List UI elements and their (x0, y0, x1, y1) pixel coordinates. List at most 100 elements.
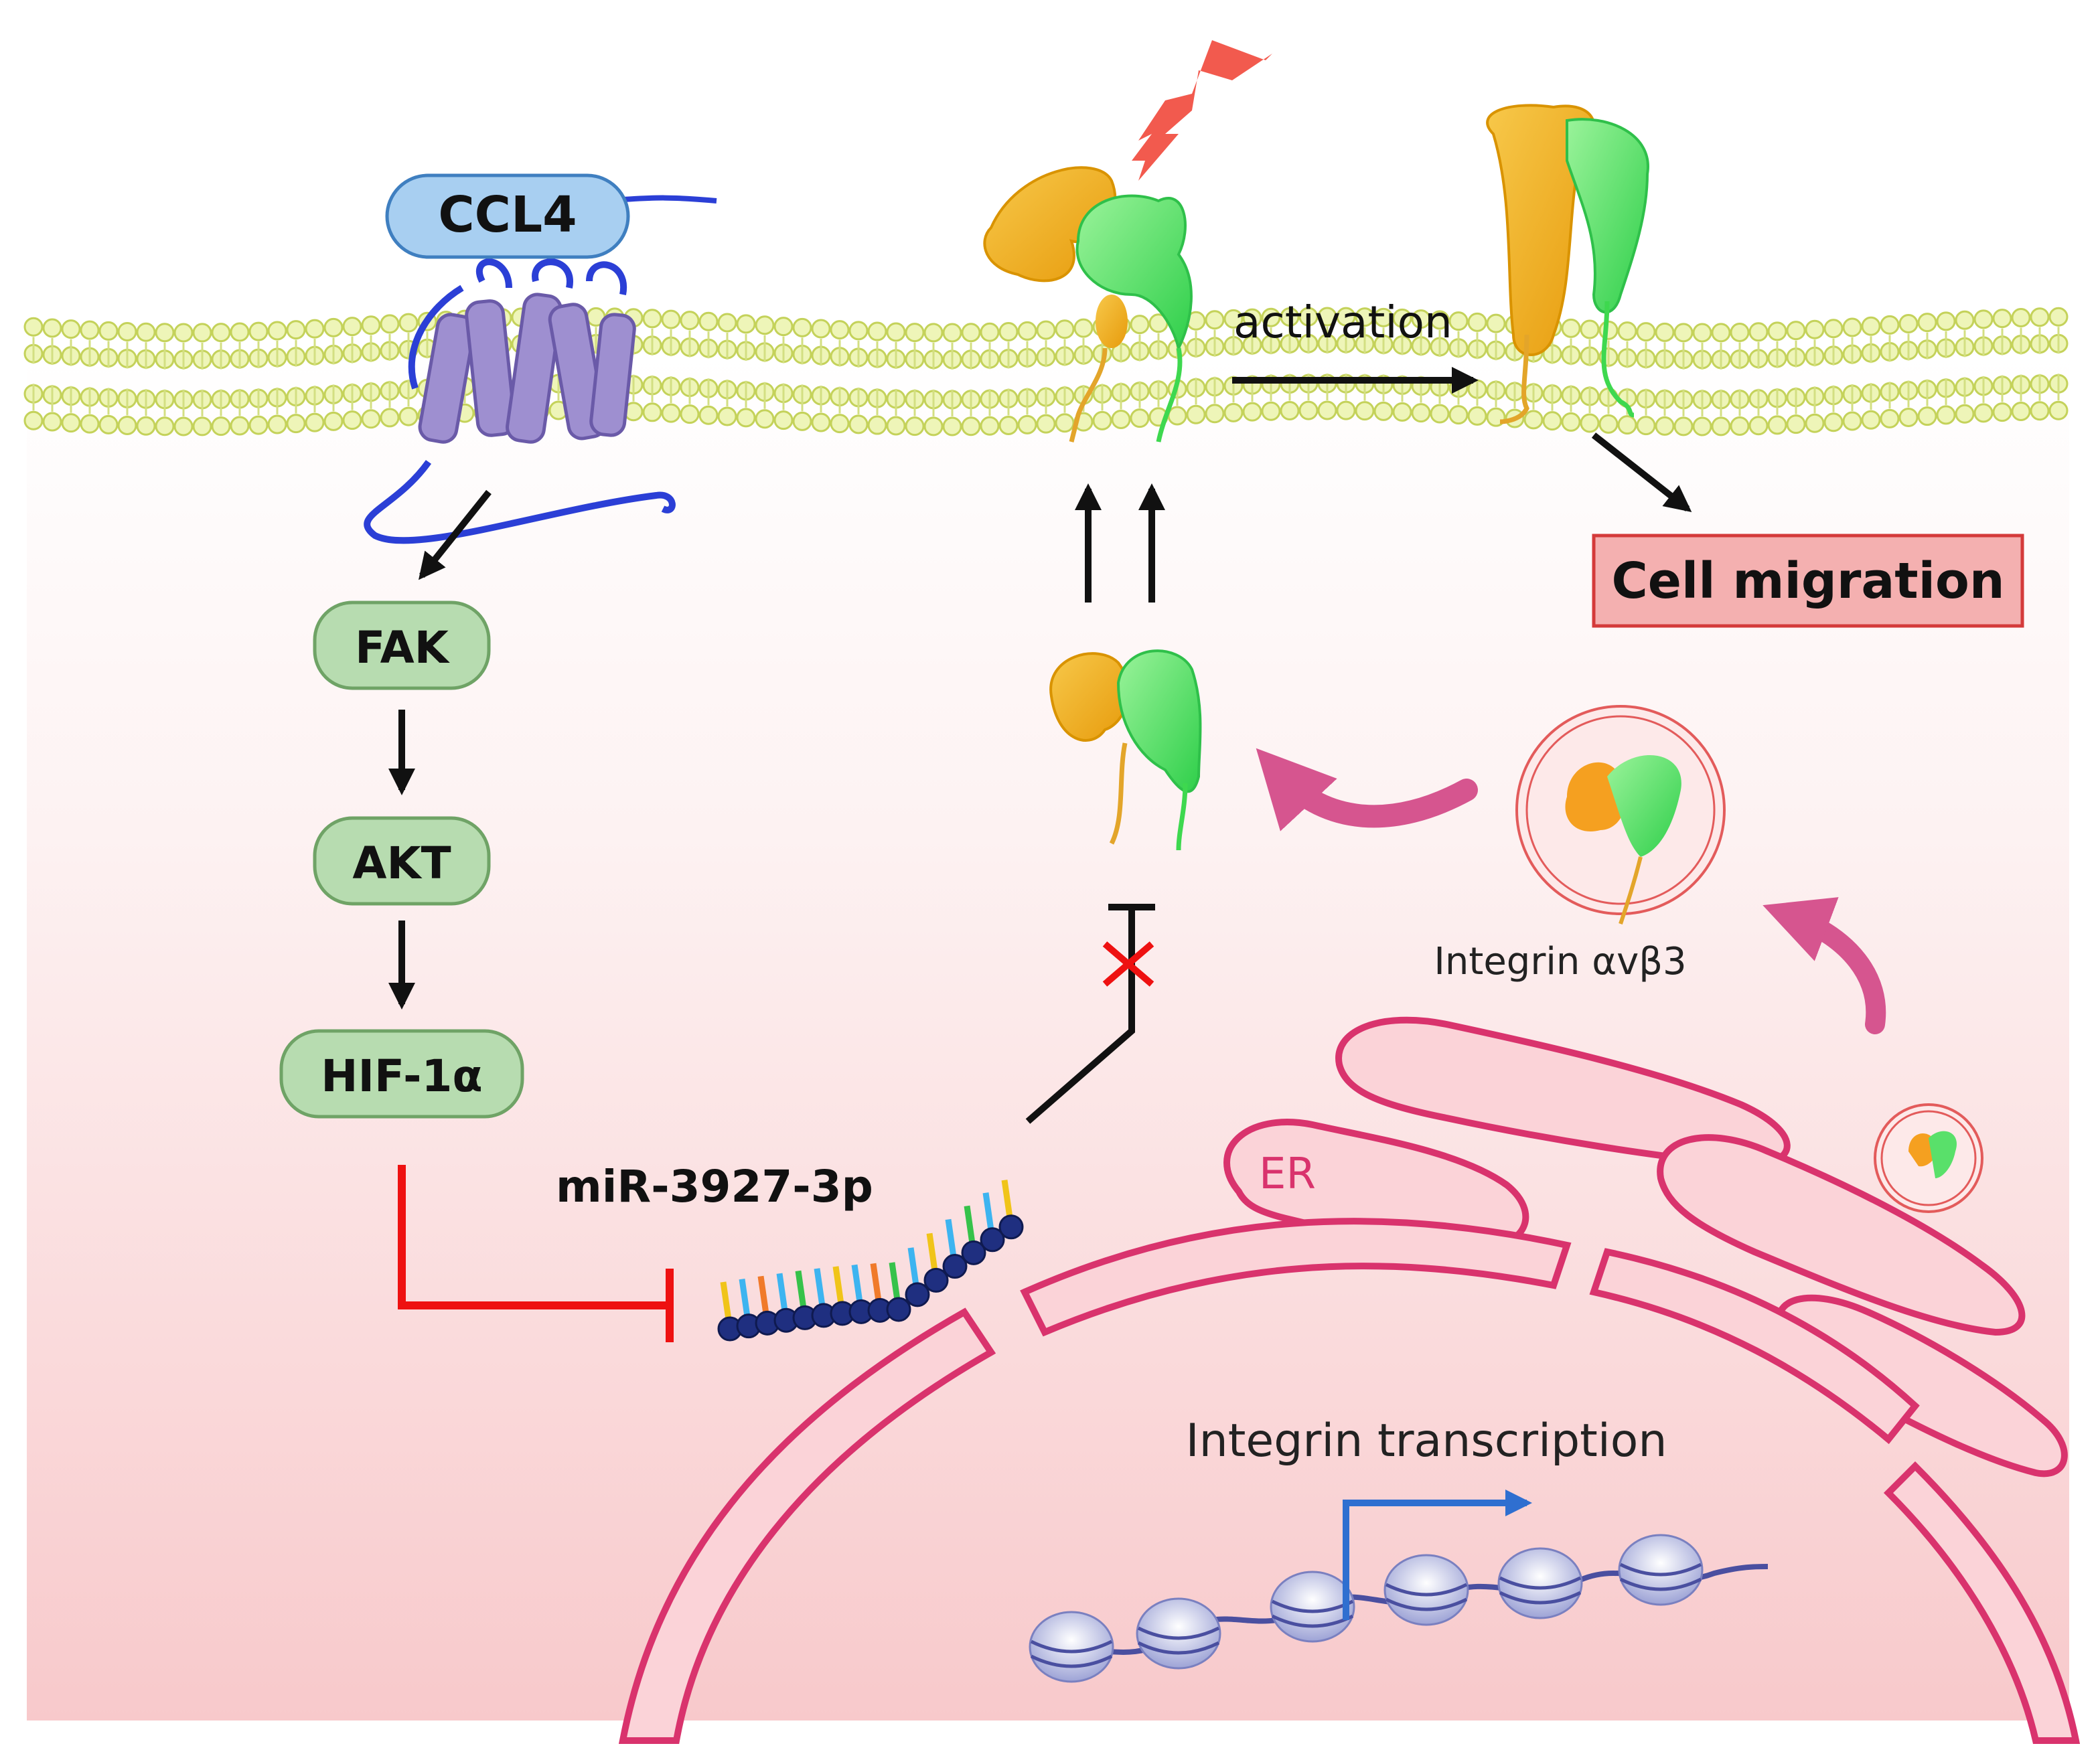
lipid-head (1692, 416, 1712, 436)
akt-node: AKT (313, 816, 491, 906)
arrow-receptor-to-fak (419, 489, 492, 580)
mirna-backbone-bead (886, 1297, 911, 1322)
ccl4-node: CCL4 (385, 173, 630, 259)
lipid-head (773, 410, 794, 430)
dna-wrap (1619, 1563, 1702, 1577)
cell-migration-node: Cell migration (1592, 534, 2024, 628)
lipid-head (1298, 400, 1319, 420)
dna-wrap (1137, 1641, 1220, 1655)
lipid-head (642, 309, 662, 329)
lipid-head (961, 323, 981, 343)
lipid-head (2011, 402, 2031, 422)
lipid-head (1448, 405, 1469, 425)
lipid-head (680, 404, 700, 424)
lipid-head (1130, 408, 1150, 428)
lipid-head (1673, 416, 1694, 436)
lipid-head (1242, 402, 1262, 422)
lipid-head (342, 317, 362, 337)
lipid-head (1561, 412, 1581, 432)
lipid-head (155, 416, 175, 436)
lipid-head (230, 416, 250, 436)
mirna-backbone-bead (980, 1227, 1005, 1253)
lipid-head (1036, 414, 1056, 434)
lipid-head (830, 414, 850, 434)
lipid-head (736, 314, 756, 334)
fak-label: FAK (355, 622, 451, 673)
lipid-head (2011, 308, 2031, 328)
lipid-head (942, 323, 962, 343)
lipid-head (286, 320, 306, 340)
lipid-head (1711, 323, 1731, 343)
dna-wrap (1030, 1654, 1113, 1668)
lipid-head (1580, 319, 1600, 339)
lipid-head (1973, 403, 1994, 423)
lipid-head (980, 322, 1000, 342)
lipid-head (1617, 321, 1637, 341)
lipid-head (1280, 401, 1300, 421)
lipid-head (267, 414, 287, 434)
mirna-backbone-bead (998, 1214, 1024, 1240)
lipid-head (136, 416, 156, 436)
mirna-backbone-bead (961, 1240, 986, 1265)
lipid-head (848, 414, 869, 434)
lipid-head (1111, 409, 1131, 429)
lipid-head (1055, 413, 1075, 433)
lipid-head (642, 402, 662, 422)
lipid-head (698, 405, 719, 425)
lipid-head (1261, 307, 1281, 327)
lipid-head (1598, 414, 1619, 434)
lipid-head (1317, 307, 1337, 327)
lipid-head (1430, 404, 1450, 424)
inhibition-hif-to-mirna (398, 1165, 670, 1309)
lipid-head (1186, 404, 1206, 424)
ccl4-label: CCL4 (438, 186, 577, 244)
lipid-head (942, 416, 962, 436)
lipid-head (1205, 404, 1225, 424)
lipid-head (1336, 307, 1356, 327)
small-integrin-vesicle (1874, 1103, 1983, 1213)
lipid-head (1017, 321, 1037, 341)
lipid-head (98, 321, 119, 341)
lipid-head (1917, 406, 1937, 426)
integrin-transcription-label: Integrin transcription (1186, 1415, 1667, 1467)
integrin-cytoplasm (1049, 649, 1202, 851)
lipid-head (173, 323, 194, 343)
integrin-vesicle (1515, 705, 1726, 925)
lipid-head (1542, 411, 1562, 431)
mirna-backbone-bead (923, 1267, 949, 1293)
lipid-head (286, 414, 306, 434)
lipid-head (117, 415, 137, 435)
lipid-head (1767, 415, 1787, 435)
lipid-head (886, 322, 906, 342)
lipid-head (23, 410, 44, 430)
lipid-head (1073, 318, 1094, 338)
lipid-head (1092, 410, 1112, 430)
lipid-head (1055, 319, 1075, 339)
dna-wrap (1137, 1626, 1220, 1640)
lipid-head (1898, 313, 1919, 333)
dna-wrap (1499, 1591, 1582, 1605)
lipid-head (192, 323, 212, 343)
pink-arrow-er-to-vesicle (1762, 897, 1886, 1034)
lipid-head (1861, 316, 1881, 336)
lipid-head (248, 415, 269, 435)
lipid-head (1373, 401, 1394, 421)
lipid-head (1223, 402, 1244, 422)
lipid-head (1486, 313, 1506, 333)
lipid-head (867, 321, 887, 341)
mirna-backbone-bead (905, 1282, 930, 1307)
lipid-head (211, 323, 231, 343)
lipid-head (1655, 322, 1675, 342)
dna-wrap (1619, 1577, 1702, 1591)
lipid-head (1017, 414, 1037, 434)
fak-node: FAK (313, 601, 491, 690)
lipid-head (211, 416, 231, 436)
lipid-head (1411, 309, 1431, 329)
lipid-head (1711, 416, 1731, 436)
lipid-head (811, 412, 831, 432)
lipid-head (661, 309, 681, 329)
lipid-head (1917, 313, 1937, 333)
lipid-head (1805, 413, 1825, 433)
lipid-head (1992, 309, 2012, 329)
